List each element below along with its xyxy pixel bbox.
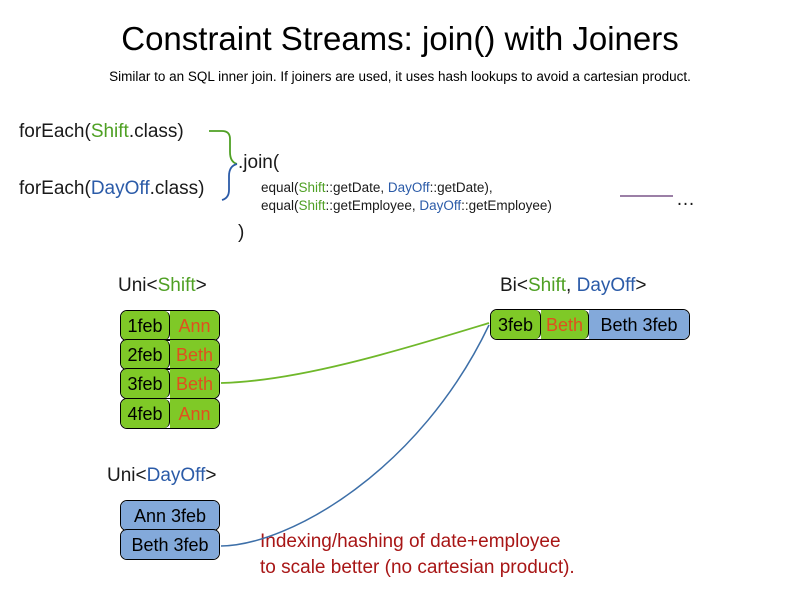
page-title: Constraint Streams: join() with Joiners (121, 20, 679, 57)
shift-date-cell: 2feb (121, 340, 170, 369)
code-foreach-dayoff-type: DayOff (90, 178, 150, 199)
code-joiner-1-type-a: Shift (298, 180, 326, 195)
dayoff-cell: Beth 3feb (121, 530, 219, 559)
annotation-line-1: Indexing/hashing of date+employee (260, 531, 561, 552)
bi-employee-cell: Beth (541, 310, 589, 339)
label-uni-dayoff-prefix: Uni< (107, 465, 147, 486)
code-joiner-2-mid: ::getEmployee, (325, 198, 420, 213)
shift-employee-cell: Ann (170, 399, 219, 428)
code-joiner-equal-employee: equal(Shift::getEmployee, DayOff::getEmp… (261, 198, 552, 213)
code-foreach-dayoff: forEach(DayOff.class) (19, 178, 205, 200)
code-foreach-shift: forEach(Shift.class) (19, 121, 184, 143)
shift-employee-cell: Ann (170, 311, 219, 340)
shift-fact-row[interactable]: 1feb Ann (120, 310, 220, 341)
dayoff-fact-row[interactable]: Beth 3feb (120, 529, 220, 560)
code-joiner-2-type-b: DayOff (419, 198, 462, 213)
page-subtitle: Similar to an SQL inner join. If joiners… (109, 69, 691, 84)
bi-dayoff-cell: Beth 3feb (589, 310, 689, 339)
connector-shift-to-bi (220, 322, 490, 384)
code-join-open: .join( (238, 152, 280, 173)
label-bi-comma: , (566, 275, 577, 296)
code-joiner-2-post: ::getEmployee) (461, 198, 552, 213)
code-join-close: ) (238, 222, 245, 243)
shift-date-cell: 1feb (121, 311, 170, 340)
connector-dayoff-to-bi (220, 324, 490, 547)
connector-brace-dayoff (221, 163, 238, 201)
shift-employee-cell: Beth (170, 369, 219, 398)
bi-fact-row[interactable]: 3feb Beth Beth 3feb (490, 309, 690, 340)
label-bi-stream: Bi<Shift, DayOff> (500, 275, 646, 297)
code-joiner-1-type-b: DayOff (387, 180, 430, 195)
code-joiner-1-mid: ::getDate, (325, 180, 388, 195)
code-foreach-shift-suffix: .class) (128, 121, 184, 142)
label-uni-dayoff-type: DayOff (146, 465, 206, 486)
label-bi-prefix: Bi< (500, 275, 528, 296)
label-uni-dayoff-suffix: > (205, 465, 217, 486)
bi-date-cell: 3feb (491, 310, 541, 339)
code-joiner-1-pre: equal( (261, 180, 299, 195)
ellipsis-label: … (676, 189, 696, 210)
code-joiner-2-type-a: Shift (298, 198, 326, 213)
connector-brace-shift (209, 130, 238, 165)
shift-date-cell: 3feb (121, 369, 170, 398)
code-foreach-shift-type: Shift (90, 121, 129, 142)
label-bi-type-b: DayOff (576, 275, 636, 296)
shift-fact-row[interactable]: 4feb Ann (120, 398, 220, 429)
label-uni-shift-prefix: Uni< (118, 275, 158, 296)
code-foreach-dayoff-prefix: forEach( (19, 178, 91, 199)
label-uni-dayoff: Uni<DayOff> (107, 465, 217, 487)
code-joiner-2-pre: equal( (261, 198, 299, 213)
dayoff-fact-row[interactable]: Ann 3feb (120, 500, 220, 531)
label-bi-type-a: Shift (528, 275, 567, 296)
code-foreach-shift-prefix: forEach( (19, 121, 91, 142)
label-bi-suffix: > (635, 275, 647, 296)
shift-employee-cell: Beth (170, 340, 219, 369)
shift-date-cell: 4feb (121, 399, 170, 428)
shift-fact-row[interactable]: 3feb Beth (120, 368, 220, 399)
label-uni-shift-suffix: > (195, 275, 207, 296)
dayoff-cell: Ann 3feb (121, 501, 219, 530)
underline-rule (620, 195, 673, 197)
code-joiner-1-post: ::getDate), (429, 180, 493, 195)
label-uni-shift-type: Shift (157, 275, 196, 296)
label-uni-shift: Uni<Shift> (118, 275, 207, 297)
annotation-line-2: to scale better (no cartesian product). (260, 557, 575, 578)
shift-fact-row[interactable]: 2feb Beth (120, 339, 220, 370)
code-joiner-equal-date: equal(Shift::getDate, DayOff::getDate), (261, 180, 493, 195)
code-foreach-dayoff-suffix: .class) (149, 178, 205, 199)
